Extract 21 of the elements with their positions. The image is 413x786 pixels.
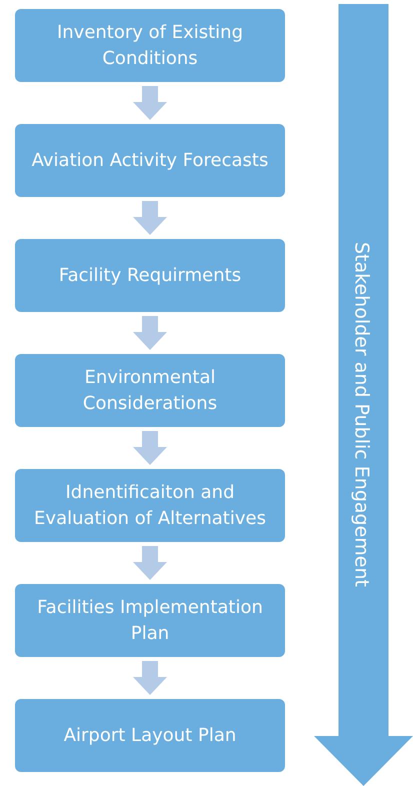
process-box [15,239,285,312]
arrow [133,661,167,695]
arrow-label: Stakeholder and Public Engagement [350,242,372,587]
arrow [133,546,167,580]
arrow [133,431,167,465]
arrow [133,86,167,120]
process-box [15,9,285,82]
process-box [15,584,285,657]
process-label: Facility Requirments [58,264,242,288]
process-box [15,699,285,772]
process-box [15,469,285,542]
process-label: Airport Layout Plan [64,724,236,748]
process-label: Inventory of Existing Conditions [56,20,244,70]
process-label: Facilities Implementation Plan [36,596,264,646]
process-label: Idnentificaiton and Evaluation of Alternatives [33,480,267,530]
process-label: Environmental Considerations [82,366,218,416]
arrow [133,316,167,350]
process-box [15,124,285,197]
arrow [133,201,167,235]
process-label: Aviation Activity Forecasts [32,148,268,172]
process-box [15,354,285,427]
